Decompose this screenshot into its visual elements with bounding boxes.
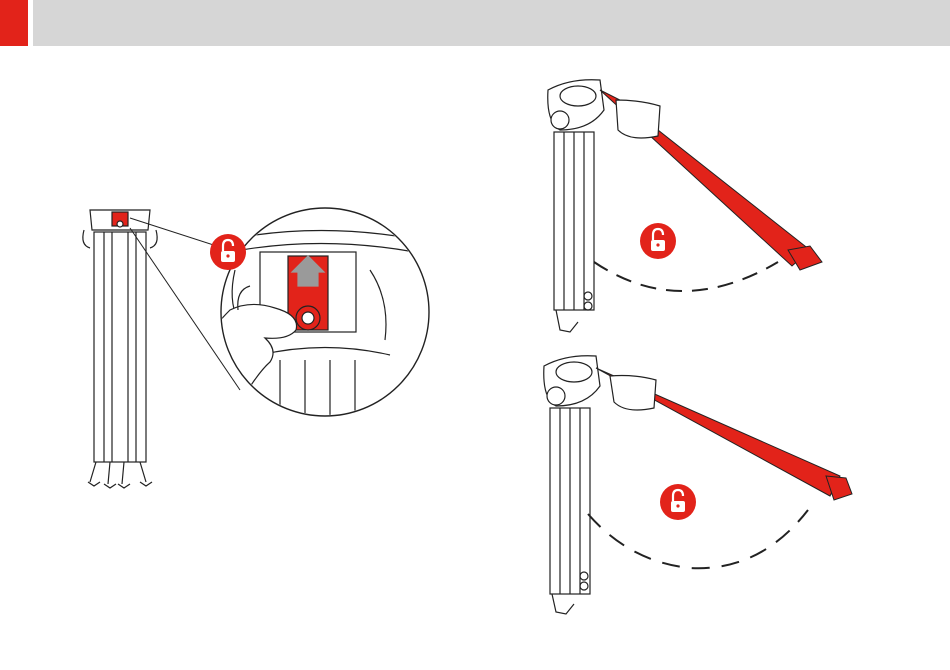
tripod-leg-unlock-icon — [60, 190, 420, 490]
header-accent — [0, 0, 28, 46]
padlock-open-icon — [660, 484, 696, 520]
padlock-open-icon — [210, 234, 246, 270]
red-tripod-leg — [600, 90, 822, 270]
zoom-circle — [170, 208, 430, 490]
header-bar — [0, 0, 950, 48]
red-tripod-leg — [596, 368, 852, 500]
tripod-leg-spread-icon — [530, 70, 830, 340]
header-band — [33, 0, 950, 46]
tripod-leg-spread-wide-icon — [530, 350, 860, 630]
padlock-open-icon — [640, 223, 676, 259]
